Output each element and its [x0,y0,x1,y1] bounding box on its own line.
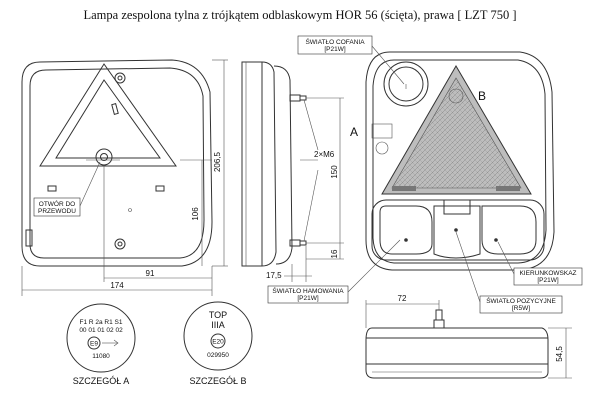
detail-b: TOP IIIA E20 029950 SZCZEGÓŁ B [183,301,253,386]
dim-width-total: 174 [110,281,124,290]
front-dimensions: 206,5 106 174 91 [21,59,228,296]
detail-a-row2: 00 01 01 02 02 [79,327,123,334]
reverse-light-label-1: ŚWIATŁO COFANIA [305,37,365,46]
dim-height-partial: 106 [191,207,200,221]
marker-a: A [350,125,358,139]
indicator-label-1: KIERUNKOWSKAZ [519,270,576,277]
cable-hole-callout: OTWÓR DO PRZEWODU [33,161,101,217]
dim-side-depth: 17,5 [266,271,282,280]
detail-b-number: 029950 [207,352,229,359]
detail-b-line2: IIIA [211,320,225,330]
detail-a-number: 11080 [92,353,110,360]
position-light-callout: ŚWIATŁO POZYCYJNE [R5W] [455,231,563,314]
position-light-label-1: ŚWIATŁO POZYCYJNE [486,296,556,305]
dim-bottom-width: 72 [398,294,407,303]
cable-hole-label-2: PRZEWODU [38,208,76,215]
detail-a-row1: F1 R 2a R1 S1 [80,319,123,326]
dim-bolts: 2×M6 [314,150,335,159]
drawing-title: Lampa zespolona tylna z trójkątem odblas… [83,8,517,22]
dim-bottom-height: 54,5 [555,346,564,362]
indicator-label-2: [P21W] [537,277,559,284]
position-light-label-2: [R5W] [512,305,530,312]
detail-a-mark: E9 [90,341,98,348]
detail-a: F1 R 2a R1 S1 00 01 01 02 02 E9 11080 SZ… [66,303,136,386]
dim-width-partial: 91 [146,269,155,278]
reverse-light-label-2: [P21W] [324,46,346,53]
front-view [21,59,213,267]
reverse-light-callout: ŚWIATŁO COFANIA [P21W] [297,35,405,85]
detail-b-line1: TOP [209,310,227,320]
cable-hole-label-1: OTWÓR DO [39,199,75,208]
brake-light-callout: ŚWIATŁO HAMOWANIA [P21W] [267,239,401,304]
back-view: A B [350,51,555,271]
marker-b: B [478,89,486,103]
detail-b-mark: E20 [212,339,224,346]
side-view: 2×M6 150 16 17,5 [241,61,344,282]
dim-side-bottom: 16 [330,249,339,258]
detail-b-caption: SZCZEGÓŁ B [189,376,246,386]
indicator-callout: KIERUNKOWSKAZ [P21W] [497,241,583,286]
dim-height-total: 206,5 [213,151,222,172]
brake-light-label-1: ŚWIATŁO HAMOWANIA [272,286,344,295]
detail-a-caption: SZCZEGÓŁ A [73,376,130,386]
brake-light-label-2: [P21W] [297,295,319,302]
bottom-view: 72 54,5 [365,294,572,379]
dim-side-height: 150 [330,165,339,179]
